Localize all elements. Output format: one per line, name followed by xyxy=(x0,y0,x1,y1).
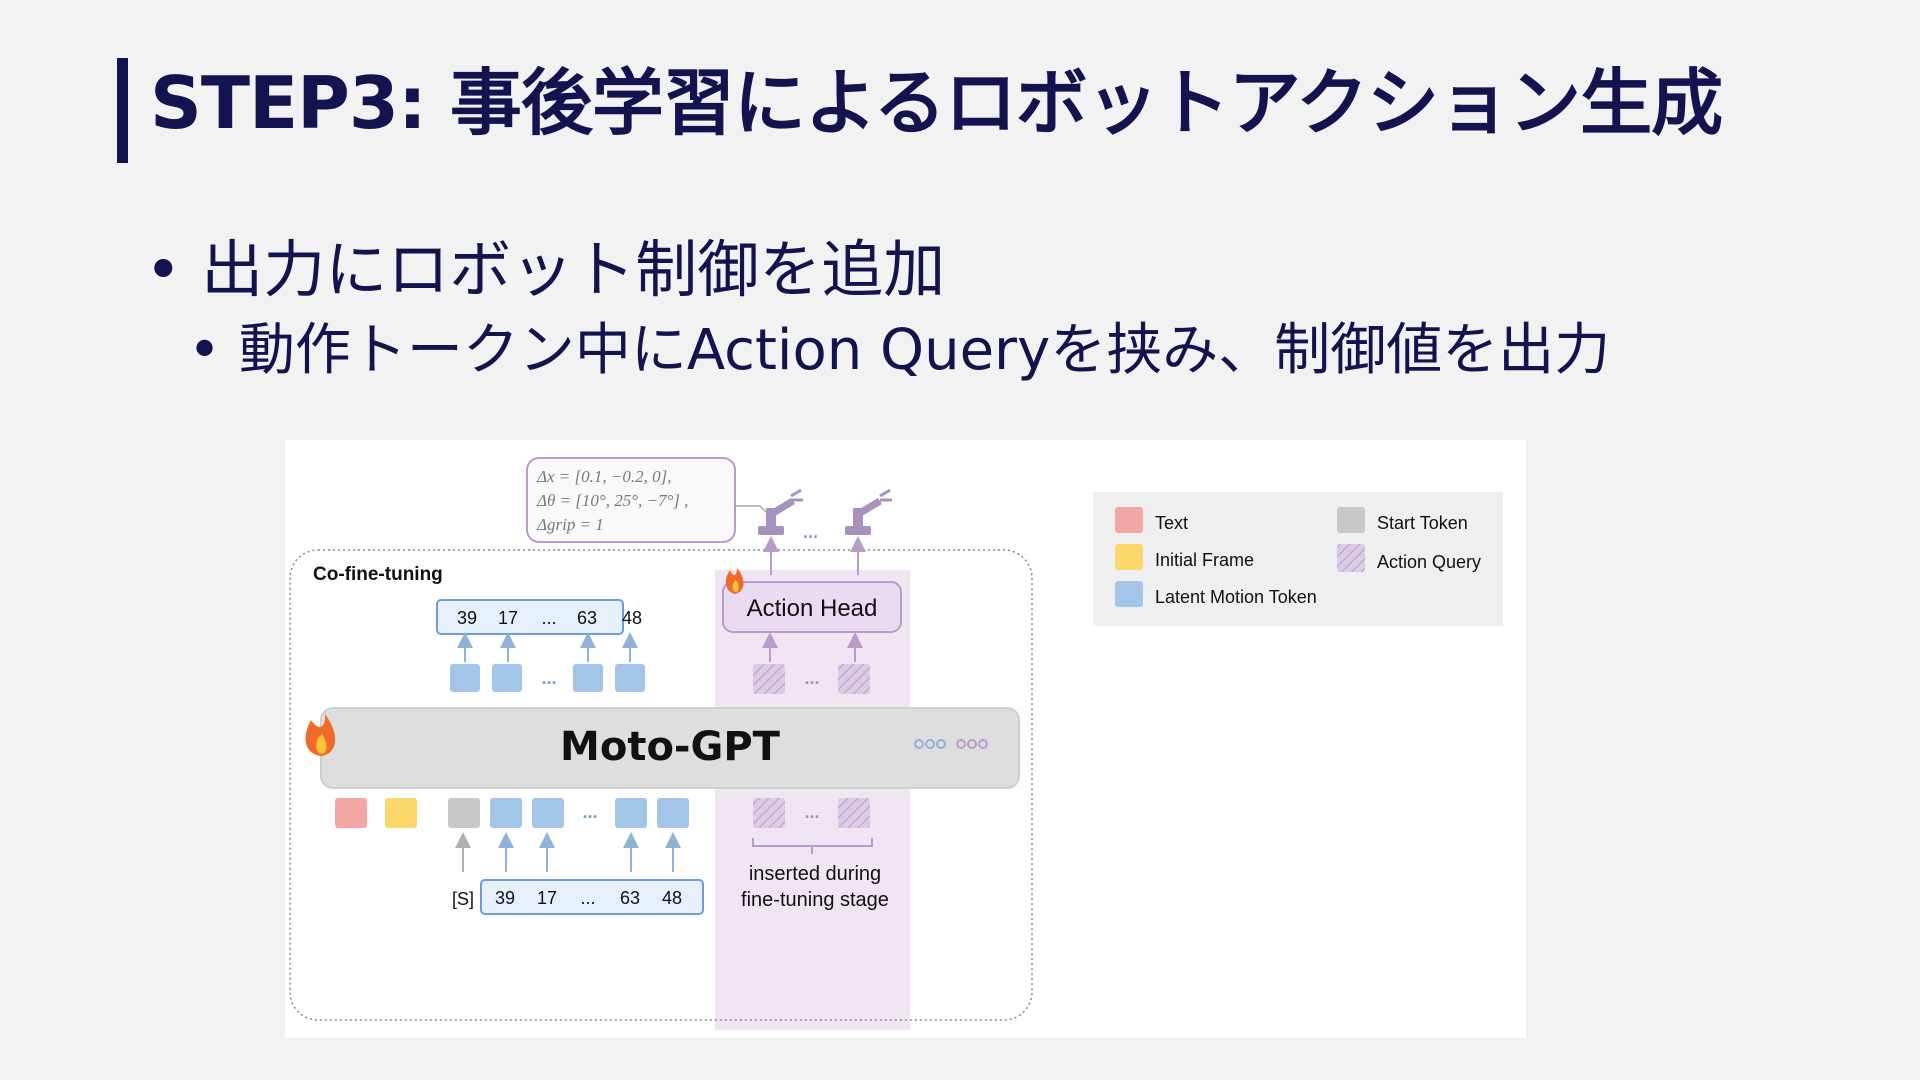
action-head-box xyxy=(722,581,902,633)
legend-swatch-initial-frame xyxy=(1115,544,1143,570)
action-head-label: Action Head xyxy=(747,595,878,622)
input-token: 48 xyxy=(662,888,682,908)
token-ellipsis: ... xyxy=(804,668,819,688)
model-ellipsis-icon xyxy=(914,739,988,749)
output-token: 48 xyxy=(622,608,642,628)
token-ellipsis: ... xyxy=(541,668,556,688)
legend-label-action-query: Action Query xyxy=(1377,552,1481,572)
output-token: 63 xyxy=(577,608,597,628)
initial-frame-token xyxy=(385,798,417,828)
bullet-text: 出力にロボット制御を追加 xyxy=(201,233,946,306)
input-token: 39 xyxy=(495,888,515,908)
co-fine-tuning-frame xyxy=(289,549,1033,1021)
legend-swatch-latent-motion xyxy=(1115,581,1143,607)
legend-swatch-text xyxy=(1115,507,1143,533)
legend-box xyxy=(1093,492,1503,626)
legend-swatch-start-token xyxy=(1337,507,1365,533)
legend-label-latent-motion: Latent Motion Token xyxy=(1155,587,1317,607)
legend-label-text: Text xyxy=(1155,513,1188,533)
token-ellipsis: ... xyxy=(582,802,597,822)
output-token: 17 xyxy=(498,608,518,628)
start-token-label: [S] xyxy=(452,889,474,909)
latent-motion-token xyxy=(615,798,647,828)
moto-gpt-diagram: Co-fine-tuning Δx = [0.1, −0.2, 0], Δθ =… xyxy=(285,440,1526,1038)
action-query-region xyxy=(715,570,910,1030)
legend-label-initial-frame: Initial Frame xyxy=(1155,550,1254,570)
co-fine-tuning-label: Co-fine-tuning xyxy=(313,564,443,585)
slide-title: STEP3: 事後学習によるロボットアクション生成 xyxy=(150,61,1723,145)
legend-swatch-action-query xyxy=(1337,544,1365,572)
robot-ellipsis: ... xyxy=(803,522,818,542)
bullet-dot: • xyxy=(188,318,222,383)
text-token xyxy=(335,798,367,828)
delta-theta-text: Δθ = [10°, 25°, −7°] , xyxy=(536,491,688,510)
start-token xyxy=(448,798,480,828)
action-query-token xyxy=(753,798,785,828)
latent-motion-token xyxy=(615,664,645,692)
output-token-sequence xyxy=(436,599,624,635)
latent-motion-token xyxy=(450,664,480,692)
output-token: 39 xyxy=(457,608,477,628)
delta-x-text: Δx = [0.1, −0.2, 0], xyxy=(536,467,671,486)
latent-motion-token xyxy=(657,798,689,828)
latent-motion-token xyxy=(492,664,522,692)
insert-brace xyxy=(752,838,873,854)
latent-motion-token xyxy=(573,664,603,692)
bullet-text: 動作トークン中にAction Queryを挟み、制御値を出力 xyxy=(238,318,1611,383)
action-values-box xyxy=(526,457,736,543)
action-query-token xyxy=(838,798,870,828)
legend-label-start-token: Start Token xyxy=(1377,513,1468,533)
latent-motion-token xyxy=(532,798,564,828)
robot-arm-icon xyxy=(758,488,803,535)
inserted-label-line2: fine-tuning stage xyxy=(741,889,889,911)
action-query-token xyxy=(753,664,785,694)
bullet-level-1: • 出力にロボット制御を追加 xyxy=(145,232,945,308)
bullet-level-2: • 動作トークン中にAction Queryを挟み、制御値を出力 xyxy=(188,318,1610,384)
delta-grip-text: Δgrip = 1 xyxy=(536,515,604,534)
latent-motion-token xyxy=(490,798,522,828)
input-token: 17 xyxy=(537,888,557,908)
fire-icon xyxy=(725,568,744,594)
input-token: ... xyxy=(580,888,595,908)
inserted-label-line1: inserted during xyxy=(749,863,881,885)
bullet-dot: • xyxy=(145,233,182,306)
moto-gpt-label: Moto-GPT xyxy=(560,724,781,770)
input-token-sequence xyxy=(480,879,704,915)
fire-icon xyxy=(305,714,336,756)
token-ellipsis: ... xyxy=(804,802,819,822)
input-token: 63 xyxy=(620,888,640,908)
action-query-token xyxy=(838,664,870,694)
title-accent-bar xyxy=(117,58,128,163)
output-token: ... xyxy=(541,608,556,628)
robot-arm-icon xyxy=(845,488,892,535)
